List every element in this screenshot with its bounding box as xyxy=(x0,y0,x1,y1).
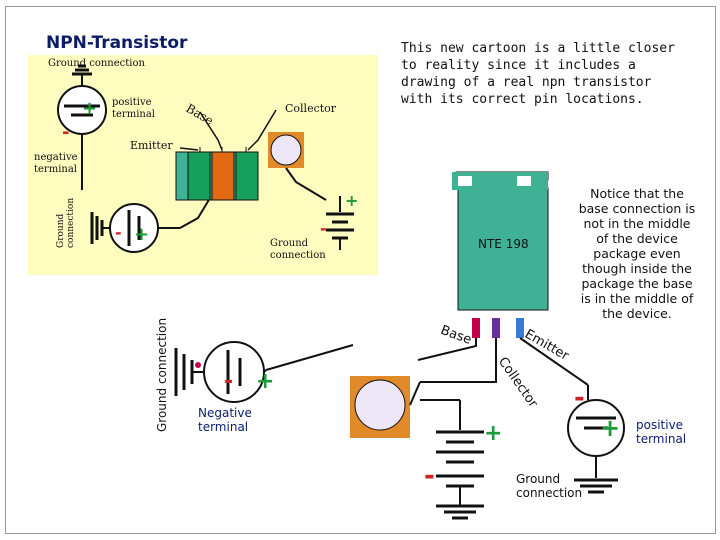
svg-text:+: + xyxy=(82,98,97,119)
svg-text:-: - xyxy=(115,223,122,242)
bottom-ground-connection-left-label: Ground connection xyxy=(155,317,169,432)
svg-text:+: + xyxy=(256,369,274,394)
svg-text:+: + xyxy=(600,414,620,442)
svg-text:-: - xyxy=(320,219,327,238)
svg-text:-: - xyxy=(62,122,69,143)
transistor-pins xyxy=(472,318,524,338)
svg-text:-: - xyxy=(574,383,585,413)
page-title: NPN-Transistor xyxy=(46,33,188,53)
top-circuit: - + + - xyxy=(57,64,358,253)
right-battery-icon xyxy=(326,196,354,250)
positive-terminal-label: positive terminal xyxy=(112,97,155,120)
bottom-ground-connection-label: Ground connection xyxy=(516,472,583,500)
bottom-lamp-icon xyxy=(350,376,410,438)
svg-text:+: + xyxy=(345,191,358,210)
nte198-package xyxy=(452,171,549,311)
bottom-right-battery-icon xyxy=(567,385,625,494)
collector-label: Collector xyxy=(285,102,337,115)
bottom-left-battery-icon xyxy=(174,341,267,403)
top-ground-connection-label: Ground connection xyxy=(48,58,145,69)
svg-text:+: + xyxy=(484,421,502,446)
bottom-middle-battery-icon xyxy=(436,400,484,520)
notice-text: Notice that the base connection is not i… xyxy=(578,186,696,321)
svg-text:-: - xyxy=(224,369,233,394)
svg-text:-: - xyxy=(424,461,435,491)
negative-terminal-label: negative terminal xyxy=(34,152,78,175)
left-ground-connection-label: Ground connection xyxy=(56,197,76,248)
slide-frame xyxy=(5,6,716,534)
description-text: This new cartoon is a little closer to r… xyxy=(401,41,675,107)
bottom-circuit: - + + - - xyxy=(174,171,625,520)
left-battery-icon xyxy=(90,203,180,253)
top-lamp-icon xyxy=(268,132,304,168)
svg-text:+: + xyxy=(134,224,149,245)
emitter-label: Emitter xyxy=(130,139,173,152)
nte198-label: NTE 198 xyxy=(478,237,529,251)
bottom-positive-terminal-label: positive terminal xyxy=(636,418,687,446)
right-ground-connection-label: Ground connection xyxy=(270,238,326,261)
top-transistor xyxy=(175,147,259,201)
bottom-negative-terminal-label: Negative terminal xyxy=(198,406,252,434)
